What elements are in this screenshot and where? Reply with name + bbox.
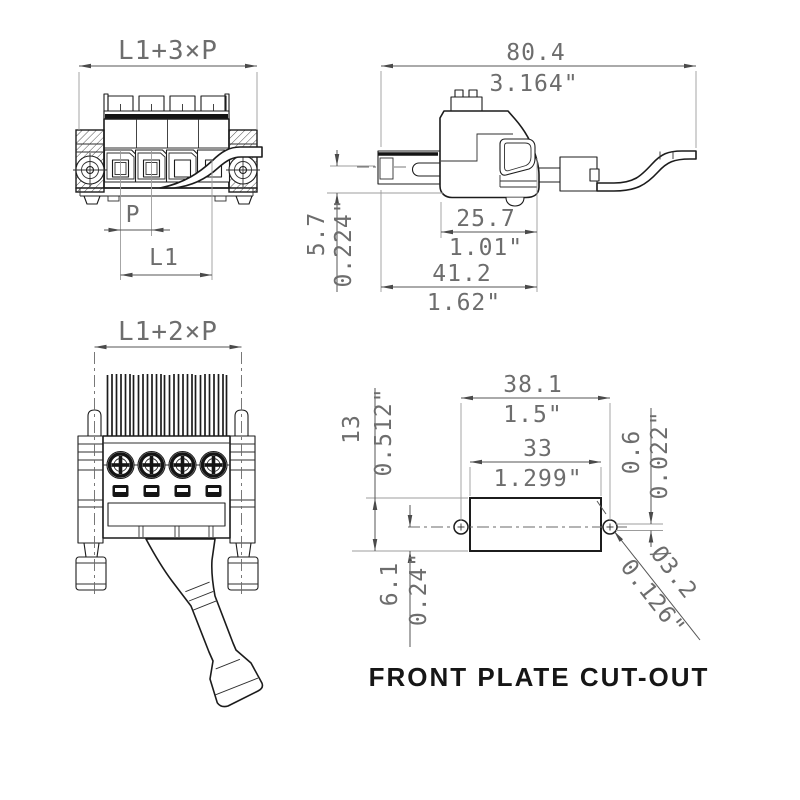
- side-connector-drawing: [357, 89, 697, 207]
- dim-hole-spacing-inch: 1.5": [503, 402, 562, 428]
- side-post-right: [227, 435, 259, 591]
- top-view: L1+2×P: [75, 317, 264, 708]
- dim-side-body-mm: 25.7: [456, 206, 515, 232]
- dim-side-total-mm: 80.4: [506, 40, 565, 66]
- front-view: L1+3×P P L1: [73, 36, 263, 280]
- mounting-bracket: [596, 150, 697, 192]
- top-connector-drawing: [75, 352, 264, 708]
- dim-side-pin-inch: 0.224": [331, 198, 357, 287]
- dim-hole-spacing-mm: 38.1: [503, 372, 562, 398]
- side-view: 80.4 3.164" 5.7 0.224" 25.7 1.01" 41.2 1…: [304, 40, 697, 316]
- strain-relief-lever: [145, 538, 264, 708]
- dim-slot-height-mm: 13: [339, 414, 365, 444]
- top-screws: [106, 450, 228, 480]
- dim-side-pin-mm: 5.7: [304, 212, 330, 257]
- dim-hole-offset-mm: 0.6: [619, 430, 645, 475]
- dim-slot-width-mm: 33: [523, 436, 553, 462]
- dim-side-total-inch: 3.164": [489, 71, 578, 97]
- front-dimensions: L1+3×P P L1: [78, 36, 258, 280]
- cutout-hole-right: [602, 519, 618, 535]
- dim-center-height-mm: 6.1: [377, 562, 403, 607]
- front-lever: [159, 146, 263, 189]
- dim-front-l1: L1: [149, 245, 179, 271]
- dim-hole-offset-inch: 0.022": [647, 410, 673, 499]
- dim-side-overall-inch: 1.62": [427, 290, 501, 316]
- front-screw-left: [73, 153, 107, 187]
- dim-center-height-inch: 0.24": [406, 552, 432, 626]
- cutout-view: 38.1 1.5" 33 1.299" 13 0.512" 6.1 0.24": [339, 372, 710, 692]
- top-dimensions: L1+2×P: [94, 317, 242, 350]
- cutout-title: FRONT PLATE CUT-OUT: [369, 662, 710, 692]
- dim-slot-height-inch: 0.512": [371, 387, 397, 476]
- cutout-drawing: [408, 497, 628, 552]
- clamp-windows: [112, 485, 222, 497]
- dim-top-total: L1+2×P: [118, 317, 218, 347]
- wire-bundles: [106, 374, 228, 436]
- dim-front-total: L1+3×P: [118, 36, 218, 66]
- dim-slot-width-inch: 1.299": [493, 466, 582, 492]
- dim-front-pitch: P: [126, 202, 141, 228]
- dim-side-body-inch: 1.01": [449, 235, 523, 261]
- cutout-slot: [469, 497, 602, 552]
- cutout-hole-left: [453, 519, 469, 535]
- side-dimensions: 80.4 3.164" 5.7 0.224" 25.7 1.01" 41.2 1…: [304, 40, 697, 316]
- front-connector-drawing: [73, 93, 263, 205]
- dim-side-overall-mm: 41.2: [432, 261, 491, 287]
- side-post-left: [75, 435, 107, 591]
